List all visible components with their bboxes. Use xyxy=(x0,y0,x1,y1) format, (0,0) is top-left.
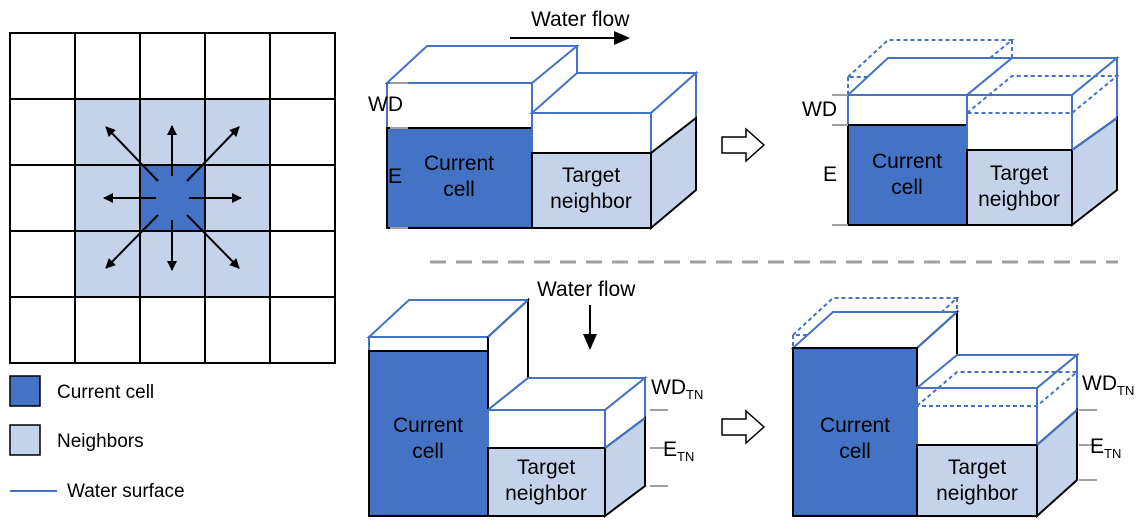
bottom-after-target-line1: Target xyxy=(948,456,1007,479)
bottom-before-diagram: Current cell Target neighbor WDTN ETN Wa… xyxy=(366,278,703,518)
top-flow-label: Water flow xyxy=(531,8,630,31)
legend-water-label: Water surface xyxy=(67,481,185,502)
top-after-diagram: WD E Current cell Target neighbor xyxy=(802,39,1120,228)
hollow-right-arrow-icon xyxy=(721,409,766,445)
bottom-after-e-label: ETN xyxy=(1090,435,1121,461)
down-arrow-icon xyxy=(583,305,597,350)
legend-neighbors-swatch xyxy=(9,424,41,456)
legend: Current cell Neighbors Water surface xyxy=(9,375,185,502)
top-after-current-line1: Current xyxy=(872,150,942,173)
hollow-right-arrow-icon xyxy=(721,127,766,163)
bottom-before-wd-label: WDTN xyxy=(651,376,703,402)
top-before-current-line2: cell xyxy=(443,178,475,201)
eight-direction-arrows-icon xyxy=(103,125,242,271)
top-before-current-line1: Current xyxy=(424,152,494,175)
top-after-current-line2: cell xyxy=(891,176,923,199)
top-after-e-label: E xyxy=(823,163,837,186)
top-before-target-line1: Target xyxy=(562,164,621,187)
bottom-after-current-line2: cell xyxy=(839,440,871,463)
top-after-target-line1: Target xyxy=(990,162,1049,185)
bottom-after-current-line1: Current xyxy=(820,414,890,437)
bottom-before-target-line1: Target xyxy=(517,456,576,479)
top-before-target-line2: neighbor xyxy=(550,190,632,213)
bottom-flow-label: Water flow xyxy=(537,278,636,301)
top-before-diagram: WD E Current cell Target neighbor Water … xyxy=(368,8,699,231)
top-before-e-label: E xyxy=(388,165,402,188)
bottom-after-diagram: Current cell Target neighbor WDTN ETN xyxy=(790,297,1134,519)
bottom-before-e-label: ETN xyxy=(663,438,694,464)
bottom-after-wd-label: WDTN xyxy=(1082,372,1134,398)
bottom-before-current-line1: Current xyxy=(393,414,463,437)
legend-current-label: Current cell xyxy=(57,382,154,403)
cell-grid xyxy=(9,32,336,364)
legend-neighbors-label: Neighbors xyxy=(57,431,144,452)
right-arrow-icon xyxy=(510,31,630,45)
bottom-after-target-line2: neighbor xyxy=(936,482,1018,505)
bottom-before-target-line2: neighbor xyxy=(505,482,587,505)
legend-current-swatch xyxy=(9,375,41,407)
top-after-wd-label: WD xyxy=(802,98,837,121)
top-before-wd-label: WD xyxy=(368,93,403,116)
bottom-before-current-line2: cell xyxy=(412,440,444,463)
top-after-target-line2: neighbor xyxy=(978,188,1060,211)
